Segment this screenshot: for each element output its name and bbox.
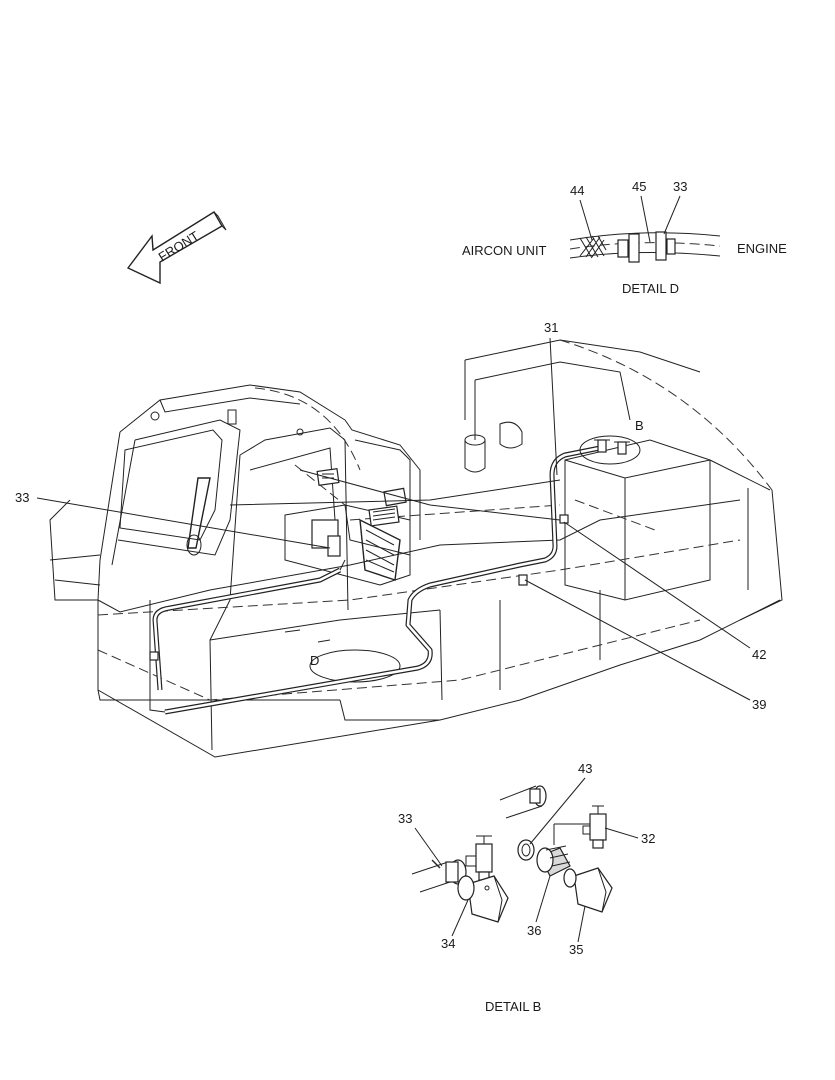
- detail-b-callout-43: 43: [578, 761, 592, 776]
- front-arrow: FRONT: [126, 211, 227, 285]
- detail-d: AIRCON UNIT ENGINE DETAIL D 44 45 33: [462, 179, 787, 296]
- detail-b-callout-32: 32: [641, 831, 655, 846]
- engine-hood: [464, 339, 783, 621]
- operator-cab: [97, 384, 421, 751]
- hose-end-upper: [499, 785, 547, 819]
- detail-b-callout-35: 35: [569, 942, 583, 957]
- fitting-35: [563, 867, 613, 913]
- detail-b-callout-36: 36: [527, 923, 541, 938]
- clamp-45: [628, 233, 640, 263]
- callout-39: 39: [752, 697, 766, 712]
- wrap-tape-44: [579, 235, 607, 259]
- detail-d-callout-33: 33: [673, 179, 687, 194]
- detail-d-title: DETAIL D: [622, 281, 679, 296]
- excavator-upper-structure: 31 33 B 42 39 D: [15, 320, 783, 758]
- clamp-33: [655, 231, 667, 261]
- callout-33-main: 33: [15, 490, 29, 505]
- aircon-unit: [284, 467, 411, 586]
- callout-b-main: B: [635, 418, 644, 433]
- detail-b-title: DETAIL B: [485, 999, 541, 1014]
- upper-frame: [49, 467, 781, 758]
- service-valve-left: [465, 835, 493, 881]
- o-ring-43: [517, 839, 535, 861]
- detail-d-left-label: AIRCON UNIT: [462, 243, 547, 258]
- detail-d-right-label: ENGINE: [737, 241, 787, 256]
- callout-d-main: D: [310, 653, 319, 668]
- swing-ring: [309, 649, 401, 683]
- aircon-hose-route: [149, 435, 641, 715]
- fitting-34: [457, 875, 509, 923]
- service-valve-32: [553, 805, 607, 849]
- detail-b: 43 33 32 34 36 35 DETAIL B: [398, 761, 655, 1014]
- detail-d-hose: [569, 231, 721, 263]
- detail-d-callout-44: 44: [570, 183, 584, 198]
- detail-b-callout-34: 34: [441, 936, 455, 951]
- detail-d-callout-45: 45: [632, 179, 646, 194]
- detail-b-callout-33: 33: [398, 811, 412, 826]
- callout-31: 31: [544, 320, 558, 335]
- callout-42: 42: [752, 647, 766, 662]
- fitting-36: [536, 845, 571, 877]
